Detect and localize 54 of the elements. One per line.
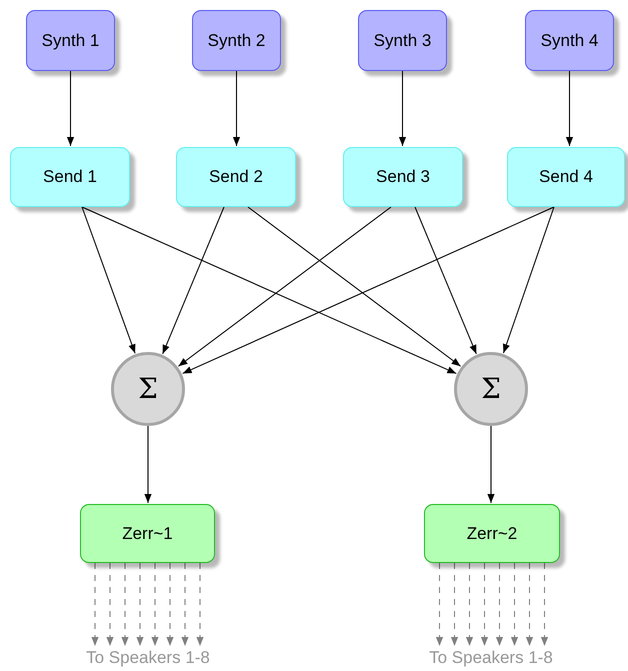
arrow [178,206,392,367]
dashed-arrow [466,562,474,646]
arrow [162,206,224,354]
node-label: Synth 2 [208,30,266,50]
node-label: Zerr~1 [122,524,173,544]
node-label: Synth 4 [540,30,598,50]
arrow [232,70,240,146]
dashed-arrow [151,562,159,646]
arrow [66,70,74,146]
node-label: Send 3 [376,167,430,187]
dashed-arrow [436,562,444,646]
send-box [343,147,463,207]
dashed-arrow [121,562,129,646]
dashed-arrow [166,562,174,646]
arrow [248,206,462,367]
dashed-arrow [510,562,518,646]
sigma-symbol: Σ [481,375,501,403]
dashed-arrow [106,562,114,646]
dashed-arrow [91,562,99,646]
synth-box [358,10,447,71]
node-label: Synth 1 [42,30,100,50]
arrow [144,426,152,504]
synth-box [192,10,281,71]
arrow [414,206,477,354]
synth-box [26,10,115,71]
dashed-arrow [181,562,189,646]
node-label: Send 2 [209,167,263,187]
node-label: Send 4 [539,167,593,187]
dashed-arrow [196,562,204,646]
dashed-arrow [136,562,144,646]
node-label: Send 1 [43,167,97,187]
output-label: To Speakers 1-8 [86,648,210,668]
arrow [398,70,406,146]
arrow [182,206,554,374]
arrow [82,206,457,374]
zerr-box [80,504,215,563]
send-box [10,147,130,207]
synth-box [525,10,614,71]
dashed-arrow [540,562,548,646]
send-box [176,147,296,207]
dashed-arrow [480,562,488,646]
node-label: Synth 3 [374,30,432,50]
dashed-arrow [496,562,504,646]
arrow [487,426,495,504]
dashed-arrow [526,562,534,646]
send-box [507,147,625,207]
arrow [566,70,574,146]
node-label: Zerr~2 [466,524,518,544]
arrow [82,206,136,354]
zerr-box [424,504,560,563]
dashed-arrow [450,562,458,646]
output-label: To Speakers 1-8 [429,648,553,668]
arrow [502,206,554,354]
sigma-symbol: Σ [138,375,158,403]
